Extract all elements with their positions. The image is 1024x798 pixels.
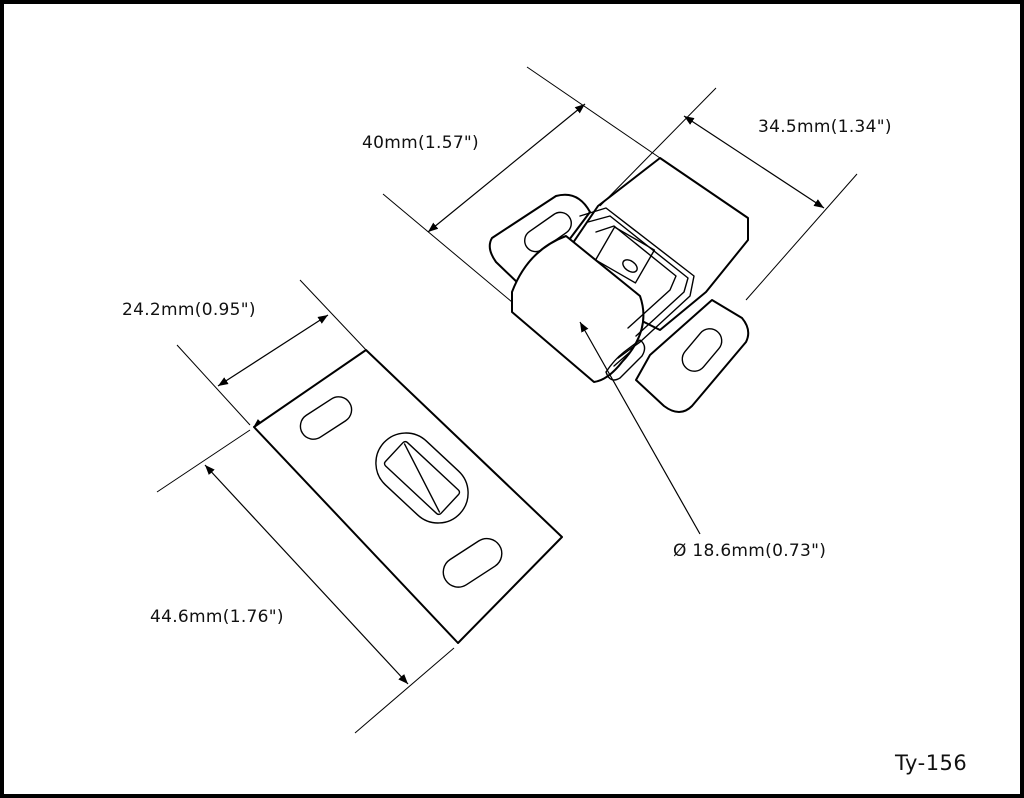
plate-width-label: 24.2mm(0.95") [122,300,256,320]
catch-roller [511,235,645,383]
plate-length-dimension [156,429,455,734]
catch-length-dimension [382,66,661,303]
catch-slot-bottom [681,328,723,372]
catch-inner-frame [579,207,695,359]
plate-length-label: 44.6mm(1.76") [150,607,284,627]
plate-slot-bottom [442,537,503,588]
plate-width-dimension [176,279,369,426]
catch-length-label: 40mm(1.57") [362,133,479,153]
roller-catch [488,157,750,413]
strike-plate [253,349,563,644]
model-code: Ty-156 [894,751,967,775]
catch-width-label: 34.5mm(1.34") [758,117,892,137]
roller-diameter-leader [579,321,701,535]
strike-plate-face [253,349,563,644]
plate-slot-top [299,396,353,440]
catch-width-dimension [599,87,858,301]
catch-flange-bottom [635,299,750,413]
roller-diameter-label: Ø 18.6mm(0.73") [673,541,826,561]
